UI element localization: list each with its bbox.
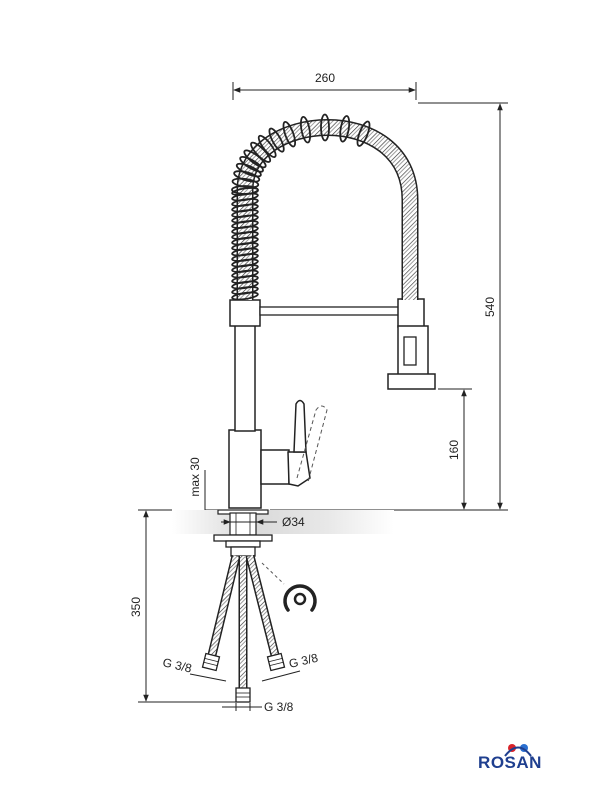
spring-coil-turn [231, 177, 260, 189]
height-total-label: 540 [483, 297, 497, 317]
thread-left-label: G 3/8 [161, 655, 193, 675]
mounting-hardware [213, 534, 273, 557]
spout-height-label: 160 [447, 440, 461, 460]
spring-coil-turn [320, 113, 330, 142]
spring-coil-turn [239, 155, 264, 173]
spring-coil-turn [257, 134, 277, 158]
hole-diameter-label: Ø34 [282, 515, 305, 529]
dimension-hose-length: 350 [129, 509, 236, 703]
spring-coil-turn [268, 127, 285, 153]
thread-center-label: G 3/8 [264, 700, 294, 714]
thread-left-callout: G 3/8 [161, 655, 227, 682]
dimension-width-top: 260 [232, 71, 417, 100]
supply-hoses [201, 554, 286, 703]
thread-right-label: G 3/8 [288, 651, 320, 671]
brand-name: ROSAN [478, 753, 542, 772]
countertop-section [172, 509, 394, 536]
thread-right-callout: G 3/8 [261, 651, 320, 682]
spring-coil-turn [233, 170, 261, 183]
max-counter-label: max 30 [188, 457, 202, 497]
spring-coil [231, 113, 371, 301]
thread-center-callout: G 3/8 [222, 700, 294, 714]
spring-coil-turn [282, 121, 297, 148]
mounting-clip-detail [261, 562, 317, 612]
faucet-handle [260, 399, 328, 487]
spring-coil-turn [231, 185, 259, 195]
dimension-hole-diameter: Ø34 [221, 515, 305, 529]
hose-length-label: 350 [129, 597, 143, 617]
width-top-label: 260 [315, 71, 335, 85]
faucet-body [228, 298, 436, 509]
spring-coil-turn [339, 115, 351, 143]
brand-logo: ROSAN [478, 744, 542, 772]
dimension-spout-height: 160 [438, 388, 472, 510]
spring-coil-turn [235, 162, 262, 178]
spring-coil-turn [356, 120, 371, 147]
spring-coil-turn [299, 116, 312, 144]
